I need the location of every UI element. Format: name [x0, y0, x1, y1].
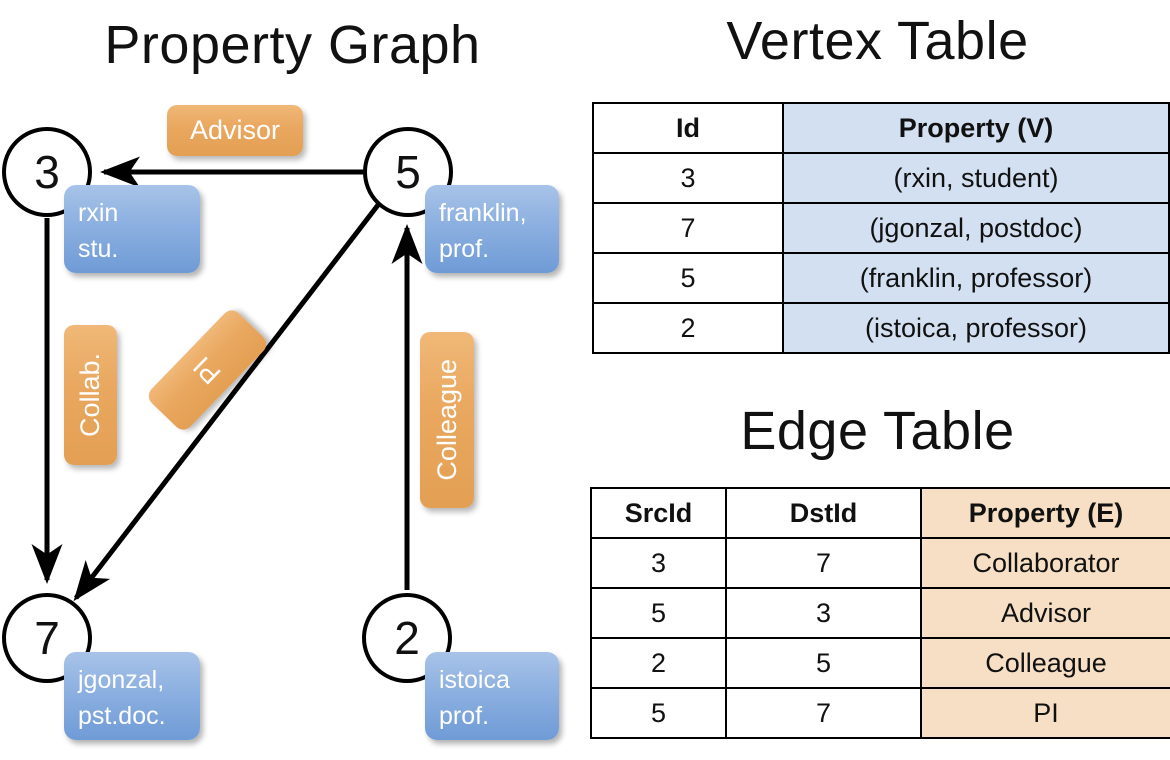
edge-cell-property: Advisor — [920, 587, 1170, 639]
table-row[interactable]: 5 3 Advisor — [590, 587, 1170, 639]
edge-cell-dst: 7 — [725, 537, 922, 589]
node-property-line-1: franklin, — [439, 199, 527, 227]
graph-node-2-label: 2 — [394, 612, 420, 664]
edge-cell-src: 3 — [590, 537, 727, 589]
edge-cell-property: Collaborator — [920, 537, 1170, 589]
node-property-line-2: stu. — [78, 235, 119, 264]
edge-cell-property: PI — [920, 687, 1170, 739]
edge-label-box-collab: Collab. — [64, 325, 117, 465]
edge-cell-property: Colleague — [920, 637, 1170, 689]
vertex-cell-id: 3 — [592, 152, 784, 204]
edge-table-header-srcid: SrcId — [590, 487, 727, 539]
table-row[interactable]: 2 (istoica, professor) — [592, 302, 1170, 354]
edge-table: SrcId DstId Property (E) 3 7 Collaborato… — [590, 487, 1170, 739]
node-property-line-2: prof. — [439, 235, 490, 264]
table-row[interactable]: 5 7 PI — [590, 687, 1170, 739]
property-graph-panel: 3 5 7 2 rxin stu. franklin, prof. jgonza… — [2, 105, 559, 740]
graph-node-3-label: 3 — [34, 146, 60, 198]
node-property-line-2: prof. — [439, 702, 490, 731]
graph-node-7-label: 7 — [34, 612, 60, 664]
vertex-cell-property: (jgonzal, postdoc) — [782, 202, 1170, 254]
vertex-cell-id: 7 — [592, 202, 784, 254]
vertex-table-header-id: Id — [592, 102, 784, 154]
node-property-line-1: rxin — [78, 199, 119, 227]
vertex-table-header-row: Id Property (V) — [592, 102, 1170, 154]
graph-node-2[interactable]: 2 — [362, 593, 452, 683]
edge-cell-src: 5 — [590, 687, 727, 739]
edge-cell-src: 2 — [590, 637, 727, 689]
edge-cell-dst: 5 — [725, 637, 922, 689]
edge-table-header-dstid: DstId — [725, 487, 922, 539]
table-row[interactable]: 3 7 Collaborator — [590, 537, 1170, 589]
table-row[interactable]: 5 (franklin, professor) — [592, 252, 1170, 304]
vertex-table: Id Property (V) 3 (rxin, student) 7 (jgo… — [592, 102, 1170, 354]
page-title-property-graph: Property Graph — [104, 15, 481, 75]
node-property-box-franklin: franklin, prof. — [425, 185, 559, 273]
table-row[interactable]: 2 5 Colleague — [590, 637, 1170, 689]
node-property-box-jgonzal: jgonzal, pst.doc. — [64, 652, 200, 740]
node-property-line-2: pst.doc. — [78, 702, 166, 731]
vertex-cell-property: (rxin, student) — [782, 152, 1170, 204]
table-row[interactable]: 7 (jgonzal, postdoc) — [592, 202, 1170, 254]
edge-label-text-advisor: Advisor — [189, 115, 281, 145]
graph-node-5[interactable]: 5 — [363, 127, 453, 217]
edge-label-box-advisor: Advisor — [167, 105, 303, 156]
edge-label-text-collab: Collab. — [75, 352, 105, 438]
edge-cell-src: 5 — [590, 587, 727, 639]
edge-label-box-colleague: Colleague — [420, 332, 474, 508]
edge-cell-dst: 3 — [725, 587, 922, 639]
vertex-cell-property: (istoica, professor) — [782, 302, 1170, 354]
vertex-cell-id: 5 — [592, 252, 784, 304]
node-property-line-1: istoica — [439, 666, 510, 694]
node-property-line-1: jgonzal, — [78, 666, 165, 694]
edge-label-text-pi: PI — [187, 350, 227, 391]
node-property-box-rxin: rxin stu. — [64, 185, 200, 273]
vertex-table-header-property: Property (V) — [782, 102, 1170, 154]
page-title-edge-table: Edge Table — [740, 401, 1015, 461]
graph-node-5-label: 5 — [395, 146, 421, 198]
edge-table-header-property: Property (E) — [920, 487, 1170, 539]
node-property-box-istoica: istoica prof. — [425, 652, 559, 740]
vertex-cell-property: (franklin, professor) — [782, 252, 1170, 304]
page-title-vertex-table: Vertex Table — [726, 11, 1029, 71]
edge-cell-dst: 7 — [725, 687, 922, 739]
edge-table-header-row: SrcId DstId Property (E) — [590, 487, 1170, 539]
graph-edges-layer — [31, 156, 423, 602]
vertex-cell-id: 2 — [592, 302, 784, 354]
edge-label-text-colleague: Colleague — [431, 359, 462, 481]
table-row[interactable]: 3 (rxin, student) — [592, 152, 1170, 204]
edge-5-to-7-pi — [73, 203, 380, 602]
